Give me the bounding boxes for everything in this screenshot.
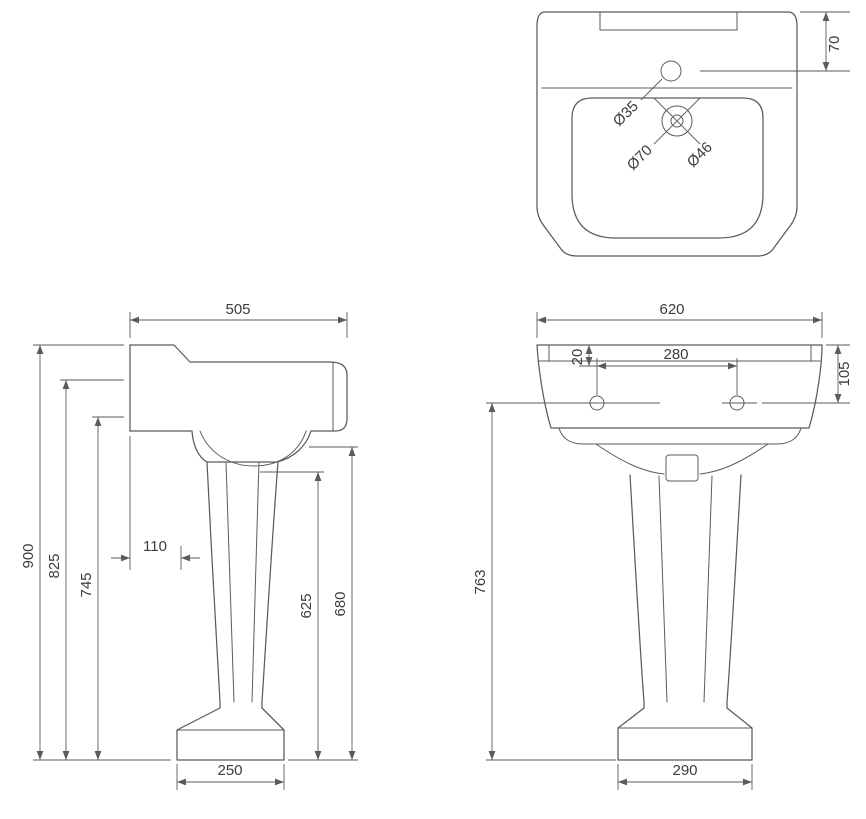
side-basin-detail-lines — [199, 361, 334, 467]
front-basin-detail-lines — [538, 344, 821, 445]
plan-dim-dia70-label: Ø70 — [624, 142, 656, 174]
front-dim-763: 763 — [472, 402, 660, 761]
side-basin-outline — [129, 344, 348, 463]
dimension-label: 250 — [217, 762, 242, 779]
front-dim-620: 620 — [536, 301, 823, 338]
front-pedestal-outline — [617, 474, 753, 761]
dimension-label: 70 — [826, 36, 843, 53]
side-pedestal-outline — [176, 461, 285, 761]
dimension-label: 505 — [225, 301, 250, 318]
extension-lines — [617, 764, 753, 790]
extension-lines — [33, 344, 171, 761]
front-basin-outline — [536, 344, 823, 429]
extension-lines — [536, 312, 823, 338]
side-pedestal-detail-lines — [176, 462, 285, 731]
plan-waste-circle-outer — [661, 105, 693, 137]
plan-leader-lines — [640, 78, 701, 145]
dimension-label: 745 — [78, 572, 95, 597]
plan-basin-ledge-lines — [541, 11, 793, 89]
dimension-label: 110 — [143, 538, 167, 555]
plan-waste-circle-inner — [670, 114, 684, 128]
front-overflow-cover — [665, 454, 699, 482]
side-dim-250: 250 — [176, 762, 285, 790]
plan-dim-dia35-label: Ø35 — [610, 98, 642, 130]
plan-basin-outline — [536, 11, 798, 257]
plan-dim-70: 70 — [700, 11, 850, 72]
extension-lines — [176, 764, 285, 790]
side-dim-110: 110 — [111, 436, 200, 570]
dimension-label: 290 — [672, 762, 697, 779]
dimension-label: 105 — [836, 361, 853, 386]
dimension-label: 900 — [20, 543, 37, 568]
side-dim-900: 900 — [20, 344, 171, 761]
plan-bowl-outline — [571, 97, 764, 239]
side-view: 505 900 825 745 110 625 — [20, 301, 358, 790]
front-dim-20: 20 — [569, 345, 597, 367]
front-pedestal-detail-lines — [617, 475, 753, 729]
side-dim-505: 505 — [129, 301, 348, 338]
dimension-label: 20 — [569, 349, 586, 366]
plan-tap-hole — [660, 60, 682, 82]
dimension-label: 763 — [472, 569, 489, 594]
plan-dim-dia46-label: Ø46 — [684, 139, 716, 171]
front-view: 620 280 20 105 763 290 — [472, 301, 853, 790]
plan-view: Ø35 Ø70 Ø46 70 — [536, 11, 850, 257]
front-bowl-underside — [595, 443, 769, 475]
side-dim-625: 625 — [260, 471, 324, 760]
dimension-label: 825 — [46, 553, 63, 578]
side-dim-680: 680 — [288, 446, 358, 761]
dimension-label: 620 — [659, 301, 684, 318]
front-dim-290: 290 — [617, 762, 753, 790]
extension-lines — [596, 358, 738, 395]
front-dim-105: 105 — [762, 344, 853, 404]
side-dim-745: 745 — [78, 416, 124, 760]
extension-lines — [129, 312, 348, 338]
dimension-label: 625 — [298, 593, 315, 618]
dimension-label: 680 — [332, 591, 349, 616]
dimension-label: 280 — [663, 346, 688, 363]
front-dim-280: 280 — [596, 346, 738, 395]
side-dim-825: 825 — [46, 379, 124, 760]
extension-lines — [486, 402, 660, 761]
